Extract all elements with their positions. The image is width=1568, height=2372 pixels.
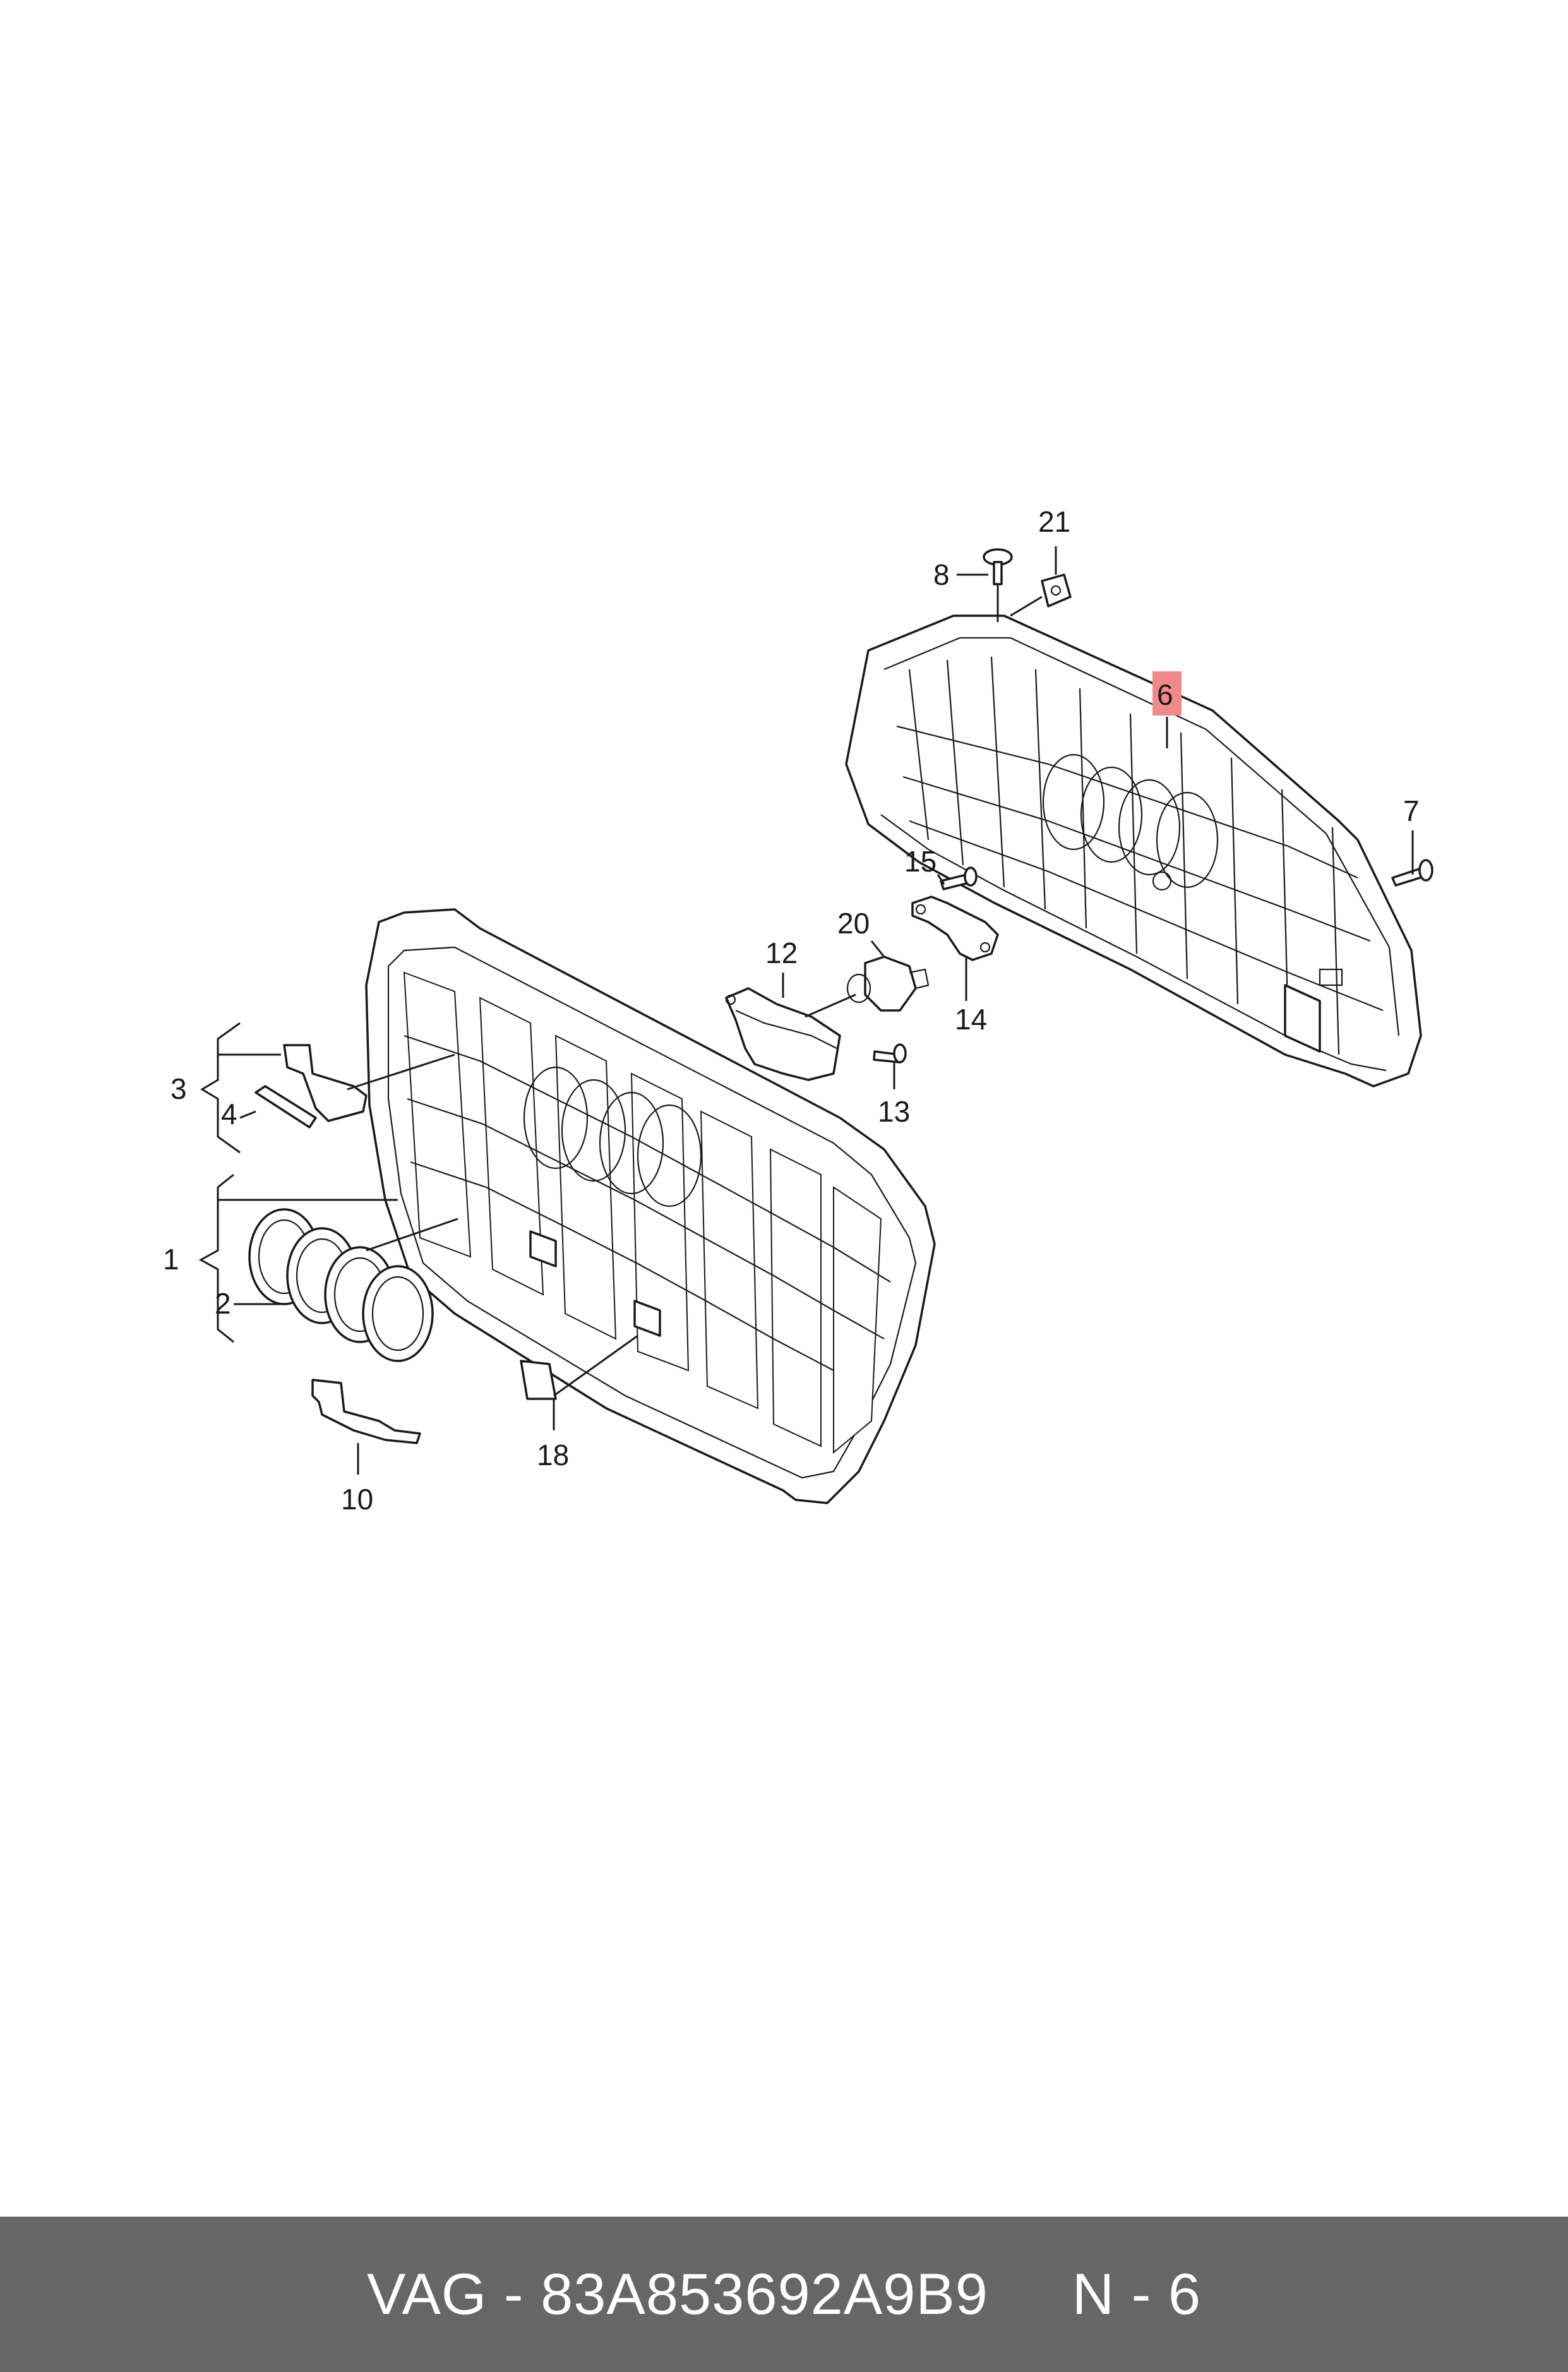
screw-15: [940, 866, 978, 890]
callout-4: 4: [221, 1098, 237, 1130]
leader-lines: [198, 546, 1414, 1475]
footer-caption: VAG - 83A853692A9B9 N - 6: [367, 2261, 1201, 2328]
parts-diagram: 1 2 3 4 6 7 8 10 12 13 14 15 18 20 21: [163, 505, 1433, 1516]
trim-strip-4: [254, 1085, 317, 1129]
bracket-3: [283, 1044, 368, 1122]
callout-20: 20: [837, 907, 870, 940]
callout-10: 10: [341, 1483, 373, 1516]
cover-cap-18: [520, 1360, 557, 1400]
sensor-12: [725, 987, 841, 1081]
camera-20: [846, 955, 930, 1012]
footer-bar: VAG - 83A853692A9B9 N - 6: [0, 2217, 1568, 2372]
front-grille: [365, 908, 936, 1504]
callout-1: 1: [163, 1243, 179, 1276]
clip-10: [311, 1379, 421, 1444]
footer-position: N - 6: [1072, 2261, 1202, 2327]
callout-13: 13: [878, 1095, 910, 1128]
callout-7: 7: [1403, 794, 1420, 827]
callout-21: 21: [1038, 505, 1070, 538]
callout-12: 12: [765, 937, 798, 969]
screw-8: [983, 548, 1013, 585]
callout-2: 2: [215, 1287, 231, 1320]
footer-separator: -: [487, 2261, 541, 2327]
clip-nut-21: [1041, 573, 1072, 608]
highlight-box-6: [1152, 671, 1182, 716]
footer-brand: VAG: [366, 2261, 488, 2327]
footer-gap: [988, 2262, 1072, 2327]
screw-7: [1391, 859, 1433, 887]
callout-8: 8: [933, 558, 950, 591]
grille-support-frame: [845, 614, 1422, 1087]
footer-part-number: 83A853692A9B9: [541, 2261, 988, 2327]
rings-emblem: [248, 1208, 434, 1362]
callout-6: 6: [1157, 678, 1173, 711]
bracket-14: [911, 895, 999, 961]
callout-15: 15: [904, 845, 937, 878]
screw-13: [873, 1043, 907, 1063]
callout-labels: 1 2 3 4 6 7 8 10 12 13 14 15 18 20 21: [163, 505, 1420, 1516]
callout-3: 3: [171, 1072, 187, 1105]
callout-14: 14: [955, 1003, 987, 1036]
callout-18: 18: [537, 1439, 569, 1471]
